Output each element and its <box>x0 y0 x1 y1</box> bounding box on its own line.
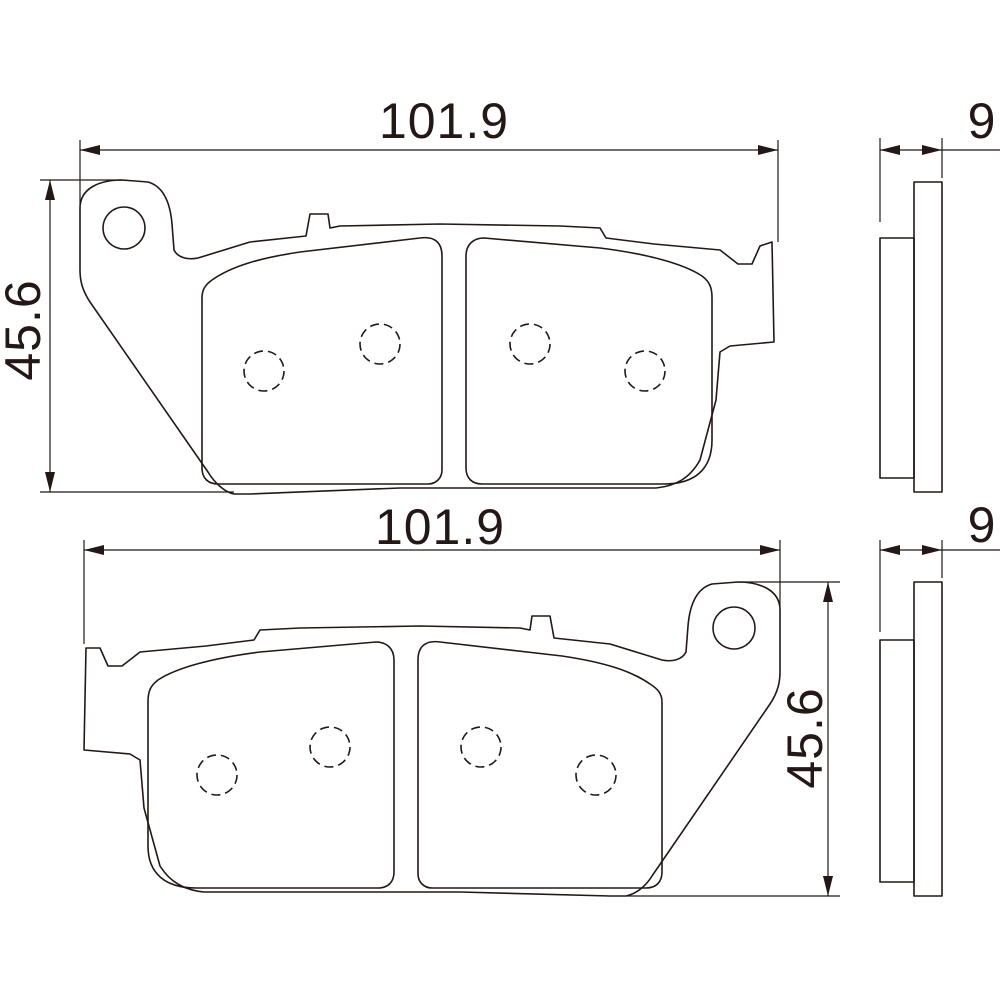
bottom-pad-pin-hole-3 <box>460 726 502 768</box>
top-pad-right-friction-block <box>465 237 713 485</box>
bottom-pad-pin-hole-2 <box>309 726 351 768</box>
top-pad-left-friction-block <box>201 236 443 485</box>
top-pad-pin-hole-1 <box>243 350 285 392</box>
top-pad-front-view <box>79 179 775 495</box>
bottom-pad-left-friction-block <box>147 641 395 889</box>
top-pad-backing-plate <box>79 179 775 495</box>
bottom-pad-width-label: 101.9 <box>375 499 505 555</box>
top-pad-width-dimension: 101.9 <box>79 93 779 242</box>
bottom-pad-width-dimension: 101.9 <box>83 499 781 644</box>
bottom-pad-height-label: 45.6 <box>777 687 833 788</box>
top-pad-pin-hole-3 <box>509 323 551 365</box>
bottom-pad-front-view <box>83 581 781 897</box>
top-pad-width-label: 101.9 <box>379 93 509 149</box>
top-pad-height-dimension: 45.6 <box>0 179 234 493</box>
top-pad-pin-hole-4 <box>624 350 666 392</box>
bottom-pad-backing-plate <box>83 581 781 897</box>
top-pad-height-label: 45.6 <box>0 279 51 380</box>
top-pad-side-view: 9 <box>879 93 1000 493</box>
top-pad-thickness-label: 9 <box>968 93 997 149</box>
bottom-pad-side-view: 9 <box>879 497 1000 897</box>
bottom-pad-mounting-hole <box>712 606 756 650</box>
bottom-pad-pin-hole-1 <box>196 754 238 796</box>
top-pad-mounting-hole <box>102 206 146 250</box>
top-pad-pin-hole-2 <box>359 323 401 365</box>
bottom-pad-height-dimension: 45.6 <box>626 581 840 897</box>
bottom-pad-pin-hole-4 <box>575 754 617 796</box>
bottom-pad-thickness-label: 9 <box>968 497 997 553</box>
bottom-pad-right-friction-block <box>417 640 663 889</box>
